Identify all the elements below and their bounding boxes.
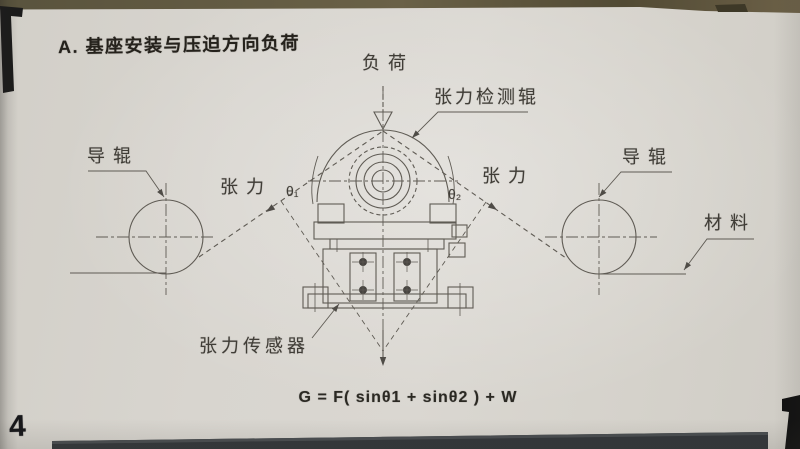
top-edge-strip	[0, 0, 800, 13]
label-material: 材料	[704, 213, 756, 233]
bottom-right-tab-mark	[782, 395, 800, 449]
label-tension-left: 张力	[220, 177, 272, 197]
label-theta2: θ₂	[448, 186, 462, 202]
leader-guide-roller-right	[598, 171, 672, 198]
bottom-edge-strip	[52, 432, 768, 449]
label-guide-roller-right: 导辊	[622, 147, 674, 167]
section-title: A. 基座安装与压迫方向负荷	[57, 32, 301, 58]
leader-material	[683, 238, 754, 271]
tension-detection-roller-assembly	[302, 129, 474, 316]
label-detection-roller: 张力检测辊	[434, 87, 539, 107]
leader-tension-sensor	[311, 303, 340, 339]
label-tension-sensor: 张力传感器	[199, 336, 309, 356]
left-page-corner-mark	[0, 6, 23, 93]
leader-detection-roller	[411, 111, 528, 139]
page-number: 4	[8, 409, 27, 444]
load-formula: G = F( sinθ1 + sinθ2 ) + W	[298, 389, 518, 406]
guide-roller-right	[545, 183, 657, 295]
guide-roller-left	[96, 183, 213, 295]
tension-line-left	[198, 130, 384, 258]
label-load: 负荷	[362, 53, 414, 73]
tension-line-right	[382, 130, 567, 259]
resultant-force-arrow	[379, 330, 387, 366]
load-arrow	[373, 86, 393, 131]
tension-sensor-body	[322, 248, 438, 304]
label-theta1: θ₁	[286, 183, 299, 199]
label-guide-roller-left: 导辊	[87, 146, 139, 166]
leader-guide-roller-left	[88, 170, 165, 198]
label-tension-right: 张力	[482, 166, 534, 186]
force-parallelogram-lines	[280, 200, 487, 352]
